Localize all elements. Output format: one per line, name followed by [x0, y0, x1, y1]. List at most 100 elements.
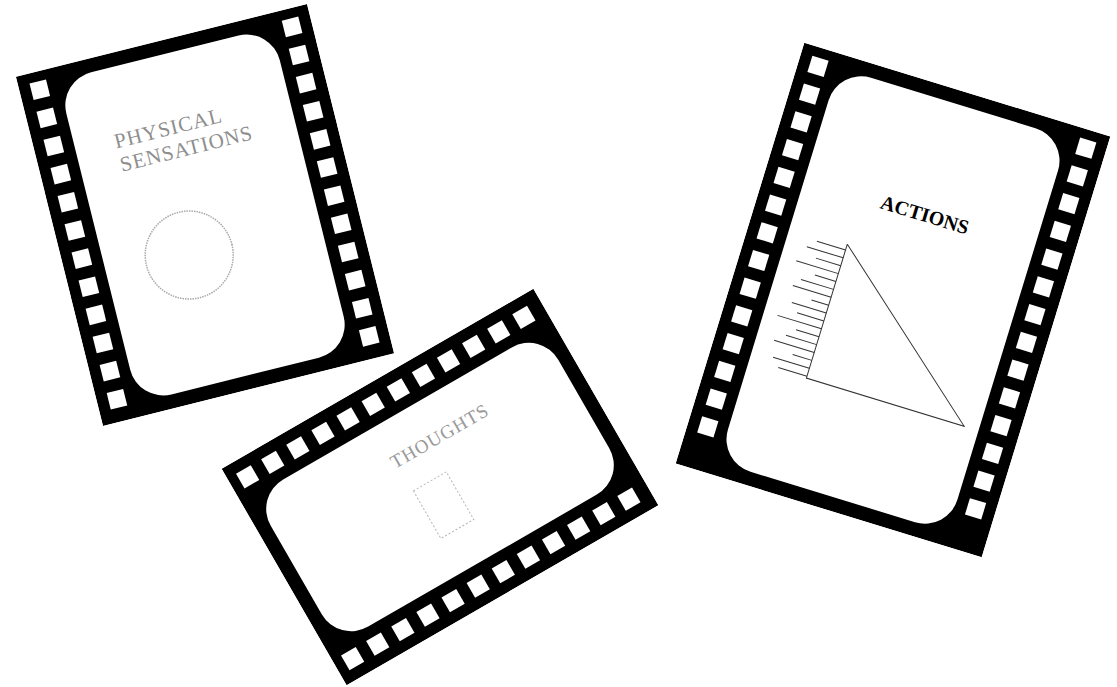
- sprocket-hole: [982, 443, 1003, 464]
- sprocket-hole: [1007, 359, 1028, 380]
- film-border: [222, 289, 659, 686]
- film-border: [16, 4, 394, 426]
- sprocket-hole: [1016, 332, 1037, 353]
- sprocket-hole: [1033, 276, 1054, 297]
- sprocket-hole: [774, 167, 795, 188]
- sprocket-hole: [286, 436, 309, 459]
- sprocket-hole: [487, 320, 510, 343]
- sprocket-hole: [512, 306, 535, 329]
- sprocket-hole: [338, 242, 359, 263]
- sprocket-hole: [282, 17, 303, 38]
- hatch-line: [778, 367, 807, 376]
- sprocket-hole: [362, 393, 385, 416]
- hatch-line: [797, 313, 824, 321]
- sprocket-hole: [236, 465, 259, 488]
- sprocket-hole: [341, 647, 364, 670]
- hatch-line: [792, 303, 826, 314]
- sprocket-hole: [289, 45, 310, 66]
- sprocket-hole: [973, 470, 994, 491]
- sprocket-hole: [93, 333, 114, 354]
- hatch-line: [807, 247, 843, 258]
- sprocket-hole: [324, 185, 345, 206]
- hatch-line: [811, 300, 828, 305]
- sprocket-hole: [740, 278, 761, 299]
- sprocket-hole: [467, 575, 490, 598]
- sprocket-hole: [723, 333, 744, 354]
- sprocket-hole: [731, 305, 752, 326]
- sprocket-hole: [1050, 221, 1071, 242]
- hatch-line: [786, 335, 817, 344]
- sprocket-hole: [714, 361, 735, 382]
- hatch-line: [801, 279, 834, 289]
- sprocket-hole: [29, 79, 50, 100]
- sprocket-hole: [542, 531, 565, 554]
- sprocket-hole: [100, 361, 121, 382]
- hatch-line: [816, 258, 841, 266]
- hatch-line: [793, 355, 812, 361]
- sprocket-hole: [748, 250, 769, 271]
- hatch-line: [796, 261, 838, 274]
- hatch-line: [817, 241, 846, 250]
- hatch-line: [774, 340, 814, 352]
- sprocket-hole: [517, 546, 540, 569]
- hatch-line: [777, 315, 821, 328]
- sprocket-hole: [261, 451, 284, 474]
- circle-symbol: [136, 202, 243, 309]
- sprocket-hole: [303, 101, 324, 122]
- sprocket-hole: [807, 56, 828, 77]
- sprocket-hole: [999, 387, 1020, 408]
- sprocket-hole: [1041, 249, 1062, 270]
- sprocket-hole: [567, 517, 590, 540]
- frame-window: [58, 27, 352, 402]
- sprocket-hole: [782, 139, 803, 160]
- sprocket-hole: [1024, 304, 1045, 325]
- sprocket-hole: [757, 222, 778, 243]
- hatch-line: [796, 330, 819, 337]
- sprocket-hole: [107, 389, 128, 410]
- sprocket-hole: [311, 422, 334, 445]
- square-symbol: [413, 472, 473, 539]
- sprocket-hole: [441, 589, 464, 612]
- sprocket-hole: [416, 604, 439, 627]
- sprocket-hole: [462, 335, 485, 358]
- sprocket-hole: [296, 73, 317, 94]
- film-frame-graphic: [676, 43, 1111, 557]
- film-border: [676, 43, 1111, 557]
- sprocket-hole: [990, 415, 1011, 436]
- sprocket-hole: [391, 618, 414, 641]
- sprocket-hole: [310, 129, 331, 150]
- sprocket-hole: [65, 220, 86, 241]
- sprocket-hole: [765, 194, 786, 215]
- hatch-line: [815, 275, 836, 281]
- sprocket-hole: [412, 364, 435, 387]
- sprocket-hole: [331, 214, 352, 235]
- sprocket-hole: [697, 416, 718, 437]
- sprocket-hole: [72, 248, 93, 269]
- triangle-symbol: [806, 244, 1005, 426]
- frame-window: [718, 68, 1068, 532]
- sprocket-hole: [86, 305, 107, 326]
- sprocket-hole: [51, 164, 72, 185]
- sprocket-hole: [359, 326, 380, 347]
- sprocket-hole: [1058, 193, 1079, 214]
- sprocket-hole: [799, 83, 820, 104]
- sprocket-hole: [366, 633, 389, 656]
- sprocket-hole: [317, 157, 338, 178]
- sprocket-hole: [965, 498, 986, 519]
- hatch-line: [793, 286, 831, 298]
- sprocket-hole: [345, 270, 366, 291]
- sprocket-hole: [492, 560, 515, 583]
- sprocket-hole: [79, 276, 100, 297]
- sprocket-hole: [617, 488, 640, 511]
- sprocket-hole: [58, 192, 79, 213]
- sprocket-hole: [1075, 138, 1096, 159]
- film-frame: ACTIONS: [676, 43, 1111, 557]
- film-frame-graphic: [16, 4, 394, 426]
- frame-window: [254, 330, 627, 643]
- sprocket-hole: [37, 108, 58, 129]
- sprocket-hole: [44, 136, 65, 157]
- sprocket-hole: [387, 378, 410, 401]
- sprocket-hole: [706, 389, 727, 410]
- sprocket-hole: [790, 111, 811, 132]
